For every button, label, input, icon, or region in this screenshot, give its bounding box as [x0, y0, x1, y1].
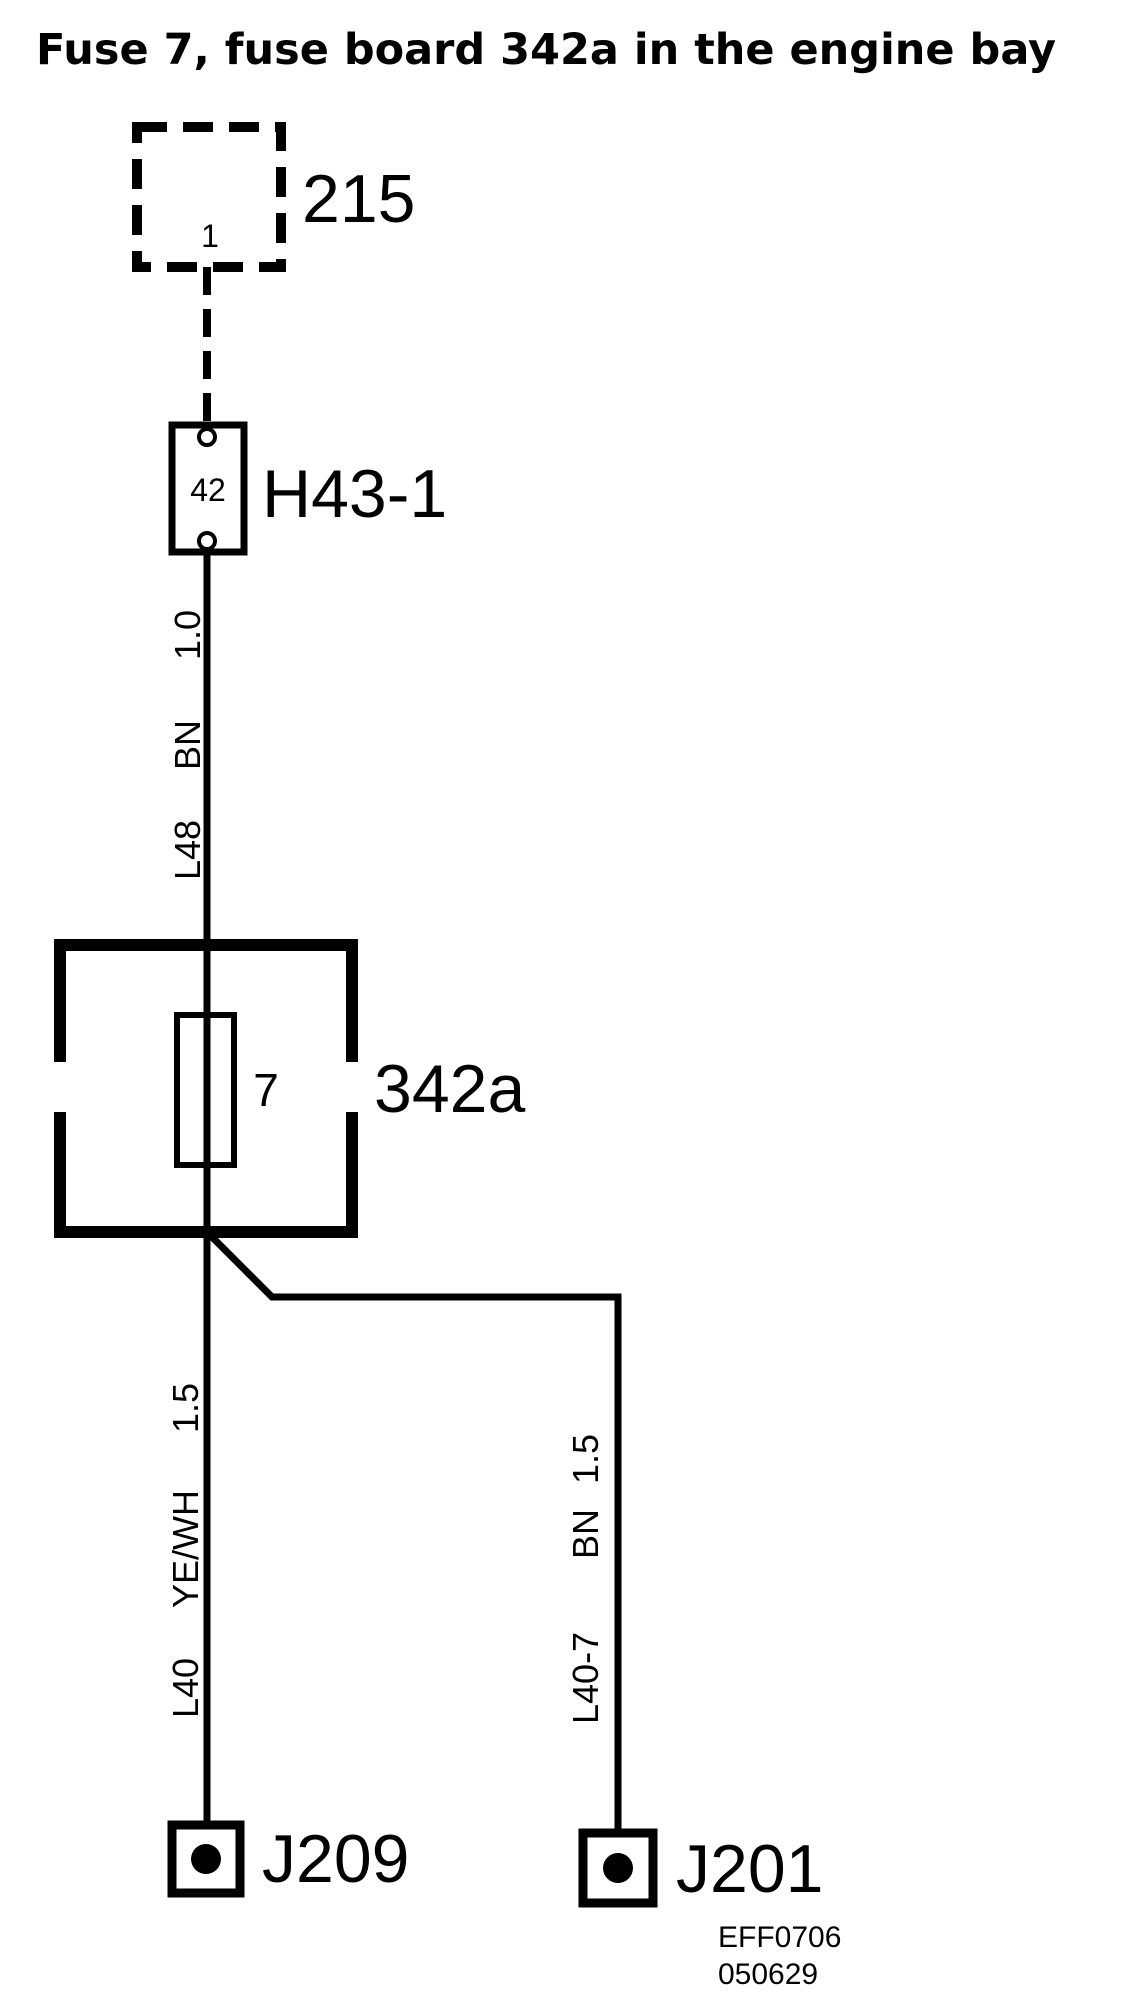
connector-h43-1-pin: 42 [190, 472, 226, 508]
fuse-number: 7 [253, 1064, 279, 1116]
component-215-pin: 1 [201, 218, 219, 254]
diagram-title: Fuse 7, fuse board 342a in the engine ba… [36, 25, 1056, 75]
diagram-date: 050629 [718, 1958, 818, 1991]
connector-h43-1: 42 H43-1 [168, 421, 447, 556]
connector-h43-1-top-pin [197, 427, 217, 447]
wire-l40-7-color: BN [565, 1509, 606, 1559]
splice-j209-dot [191, 1844, 221, 1874]
wire-l40-7-labels: L40-7 BN 1.5 [565, 1434, 606, 1724]
splice-j201-box [578, 1828, 658, 1908]
connector-h43-1-label: H43-1 [262, 456, 447, 532]
wire-l40-id: L40 [165, 1658, 206, 1718]
splice-j201-dot [603, 1853, 633, 1883]
wire-l40-labels: L40 YE/WH 1.5 [165, 1383, 206, 1718]
wire-l48-labels: L48 BN 1.0 [167, 610, 208, 880]
component-215: 1 215 [132, 122, 415, 272]
fuse-board-label: 342a [374, 1051, 525, 1127]
wire-l40-color: YE/WH [165, 1490, 206, 1608]
connector-h43-1-bottom-pin [197, 531, 217, 551]
fuse-board-342a: 7 342a [54, 939, 525, 1238]
splice-j201-label: J201 [676, 1831, 823, 1907]
wire-l40-7 [204, 1229, 622, 1845]
wire-l40-7-id: L40-7 [565, 1632, 606, 1724]
wire-l40-size: 1.5 [165, 1383, 206, 1433]
diagram-code: EFF0706 [718, 1921, 841, 1954]
splice-j201: J201 [578, 1828, 823, 1908]
wire-l48-id: L48 [167, 820, 208, 880]
component-215-label: 215 [302, 161, 415, 237]
component-215-box [132, 122, 286, 272]
wire-l48-color: BN [167, 720, 208, 770]
wire-l48-size: 1.0 [167, 610, 208, 660]
splice-j209-label: J209 [262, 1821, 409, 1897]
wire-l40-7-size: 1.5 [565, 1434, 606, 1484]
splice-j209: J209 [167, 1820, 409, 1898]
